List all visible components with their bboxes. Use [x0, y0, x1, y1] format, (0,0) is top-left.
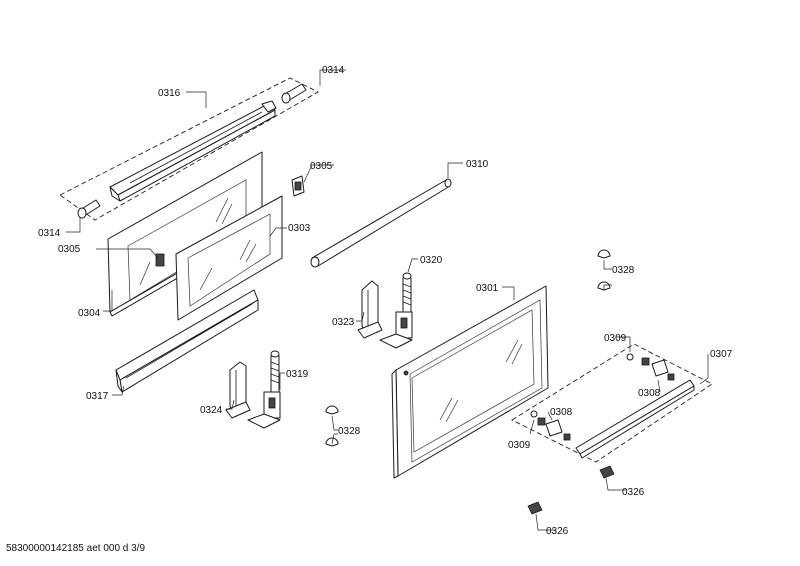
label-0307: 0307: [710, 349, 733, 360]
label-0326-right: 0326: [622, 487, 645, 498]
clip-0326-right: [599, 465, 615, 479]
clip-0305-lower: [155, 253, 165, 267]
handle-mount-0308-right: [641, 357, 675, 381]
leader-lines: [66, 69, 709, 531]
hinge-pin-0314-top: [281, 83, 307, 104]
label-0324: 0324: [200, 405, 223, 416]
bottom-profile-0317: [115, 289, 259, 393]
label-0301: 0301: [476, 283, 499, 294]
label-0319: 0319: [286, 369, 309, 380]
label-0305-upper: 0305: [310, 161, 333, 172]
hinge-bracket-0323: [357, 280, 383, 339]
handle-dashed-outline: [511, 343, 713, 463]
label-0314-bottom: 0314: [38, 228, 61, 239]
screw-0309-left: [530, 410, 538, 418]
screw-0309-right: [626, 353, 634, 361]
outer-door-glass-0301: [391, 285, 549, 479]
top-trim-bar-0316: [109, 100, 277, 202]
label-0328-left: 0328: [338, 426, 361, 437]
label-0308-right: 0308: [638, 388, 661, 399]
clip-0326-bottom: [527, 501, 543, 515]
label-0308-left: 0308: [550, 407, 573, 418]
hinge-0319: [247, 350, 281, 429]
cap-0328-right-upper: [597, 249, 611, 259]
drawing-reference-footer: 58300000142185 aet 000 d 3/9: [6, 543, 146, 554]
label-0304: 0304: [78, 308, 101, 319]
label-0323: 0323: [332, 317, 355, 328]
hinge-bracket-0324: [225, 361, 251, 419]
handle-group: [511, 343, 713, 463]
seal-rod-0310: [310, 178, 452, 268]
label-0305-lower: 0305: [58, 244, 81, 255]
hinge-0320: [379, 272, 413, 349]
label-0317: 0317: [86, 391, 109, 402]
handle-bar-0307: [575, 379, 695, 459]
label-0314-top: 0314: [322, 65, 345, 76]
label-0320: 0320: [420, 255, 443, 266]
top-trim-group: [59, 77, 319, 221]
label-0326-bottom: 0326: [546, 526, 569, 537]
label-0310: 0310: [466, 159, 489, 170]
label-0309-right: 0309: [604, 333, 627, 344]
clip-0305-upper: [291, 175, 305, 197]
hinge-pin-0314-bottom: [77, 199, 101, 219]
handle-mount-0308-left: [537, 417, 571, 441]
label-0309-left: 0309: [508, 440, 531, 451]
label-0328-right: 0328: [612, 265, 635, 276]
label-0316: 0316: [158, 88, 181, 99]
part-labels: 0316 0314 0314 0305 0305 0310 0303 0304 …: [38, 65, 733, 537]
cap-0328-left-lower: [325, 437, 339, 447]
middle-glass-panel-0303: [175, 195, 283, 321]
cap-0328-left-upper: [325, 405, 339, 415]
label-0303: 0303: [288, 223, 311, 234]
